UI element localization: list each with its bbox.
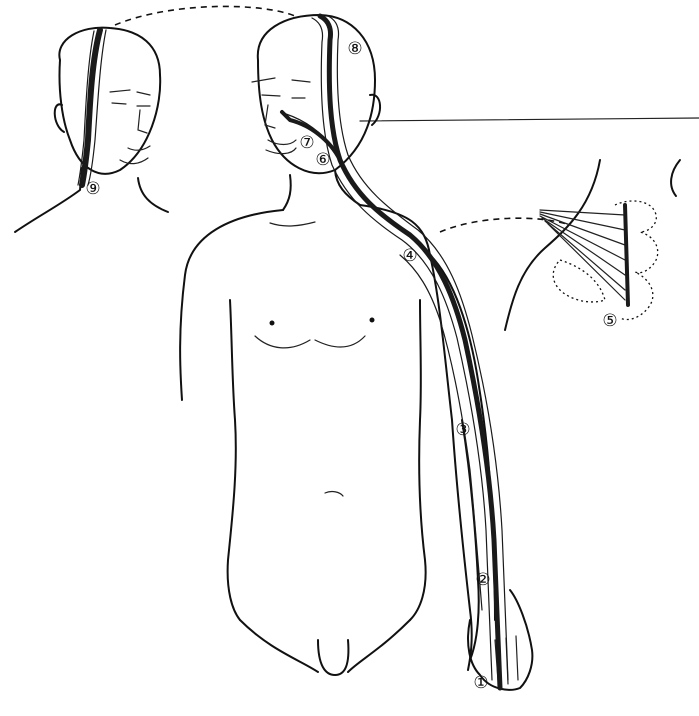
number-markers: ① ② ③ ④ ⑤ ⑥ ⑦ ⑧ ⑨ (85, 39, 617, 693)
marker-9: ⑨ (85, 179, 100, 199)
meridian-path-main (282, 16, 508, 688)
marker-4: ④ (402, 246, 417, 266)
marker-6: ⑥ (315, 150, 330, 170)
connector-heads (115, 6, 295, 25)
marker-8: ⑧ (347, 39, 362, 59)
marker-5: ⑤ (602, 311, 617, 331)
marker-7: ⑦ (299, 133, 314, 153)
divider-line (360, 118, 699, 121)
inset-back-figure (505, 160, 680, 330)
marker-2: ② (475, 570, 490, 590)
marker-3: ③ (455, 420, 470, 440)
marker-1: ① (473, 673, 488, 693)
small-head-figure (15, 28, 168, 232)
